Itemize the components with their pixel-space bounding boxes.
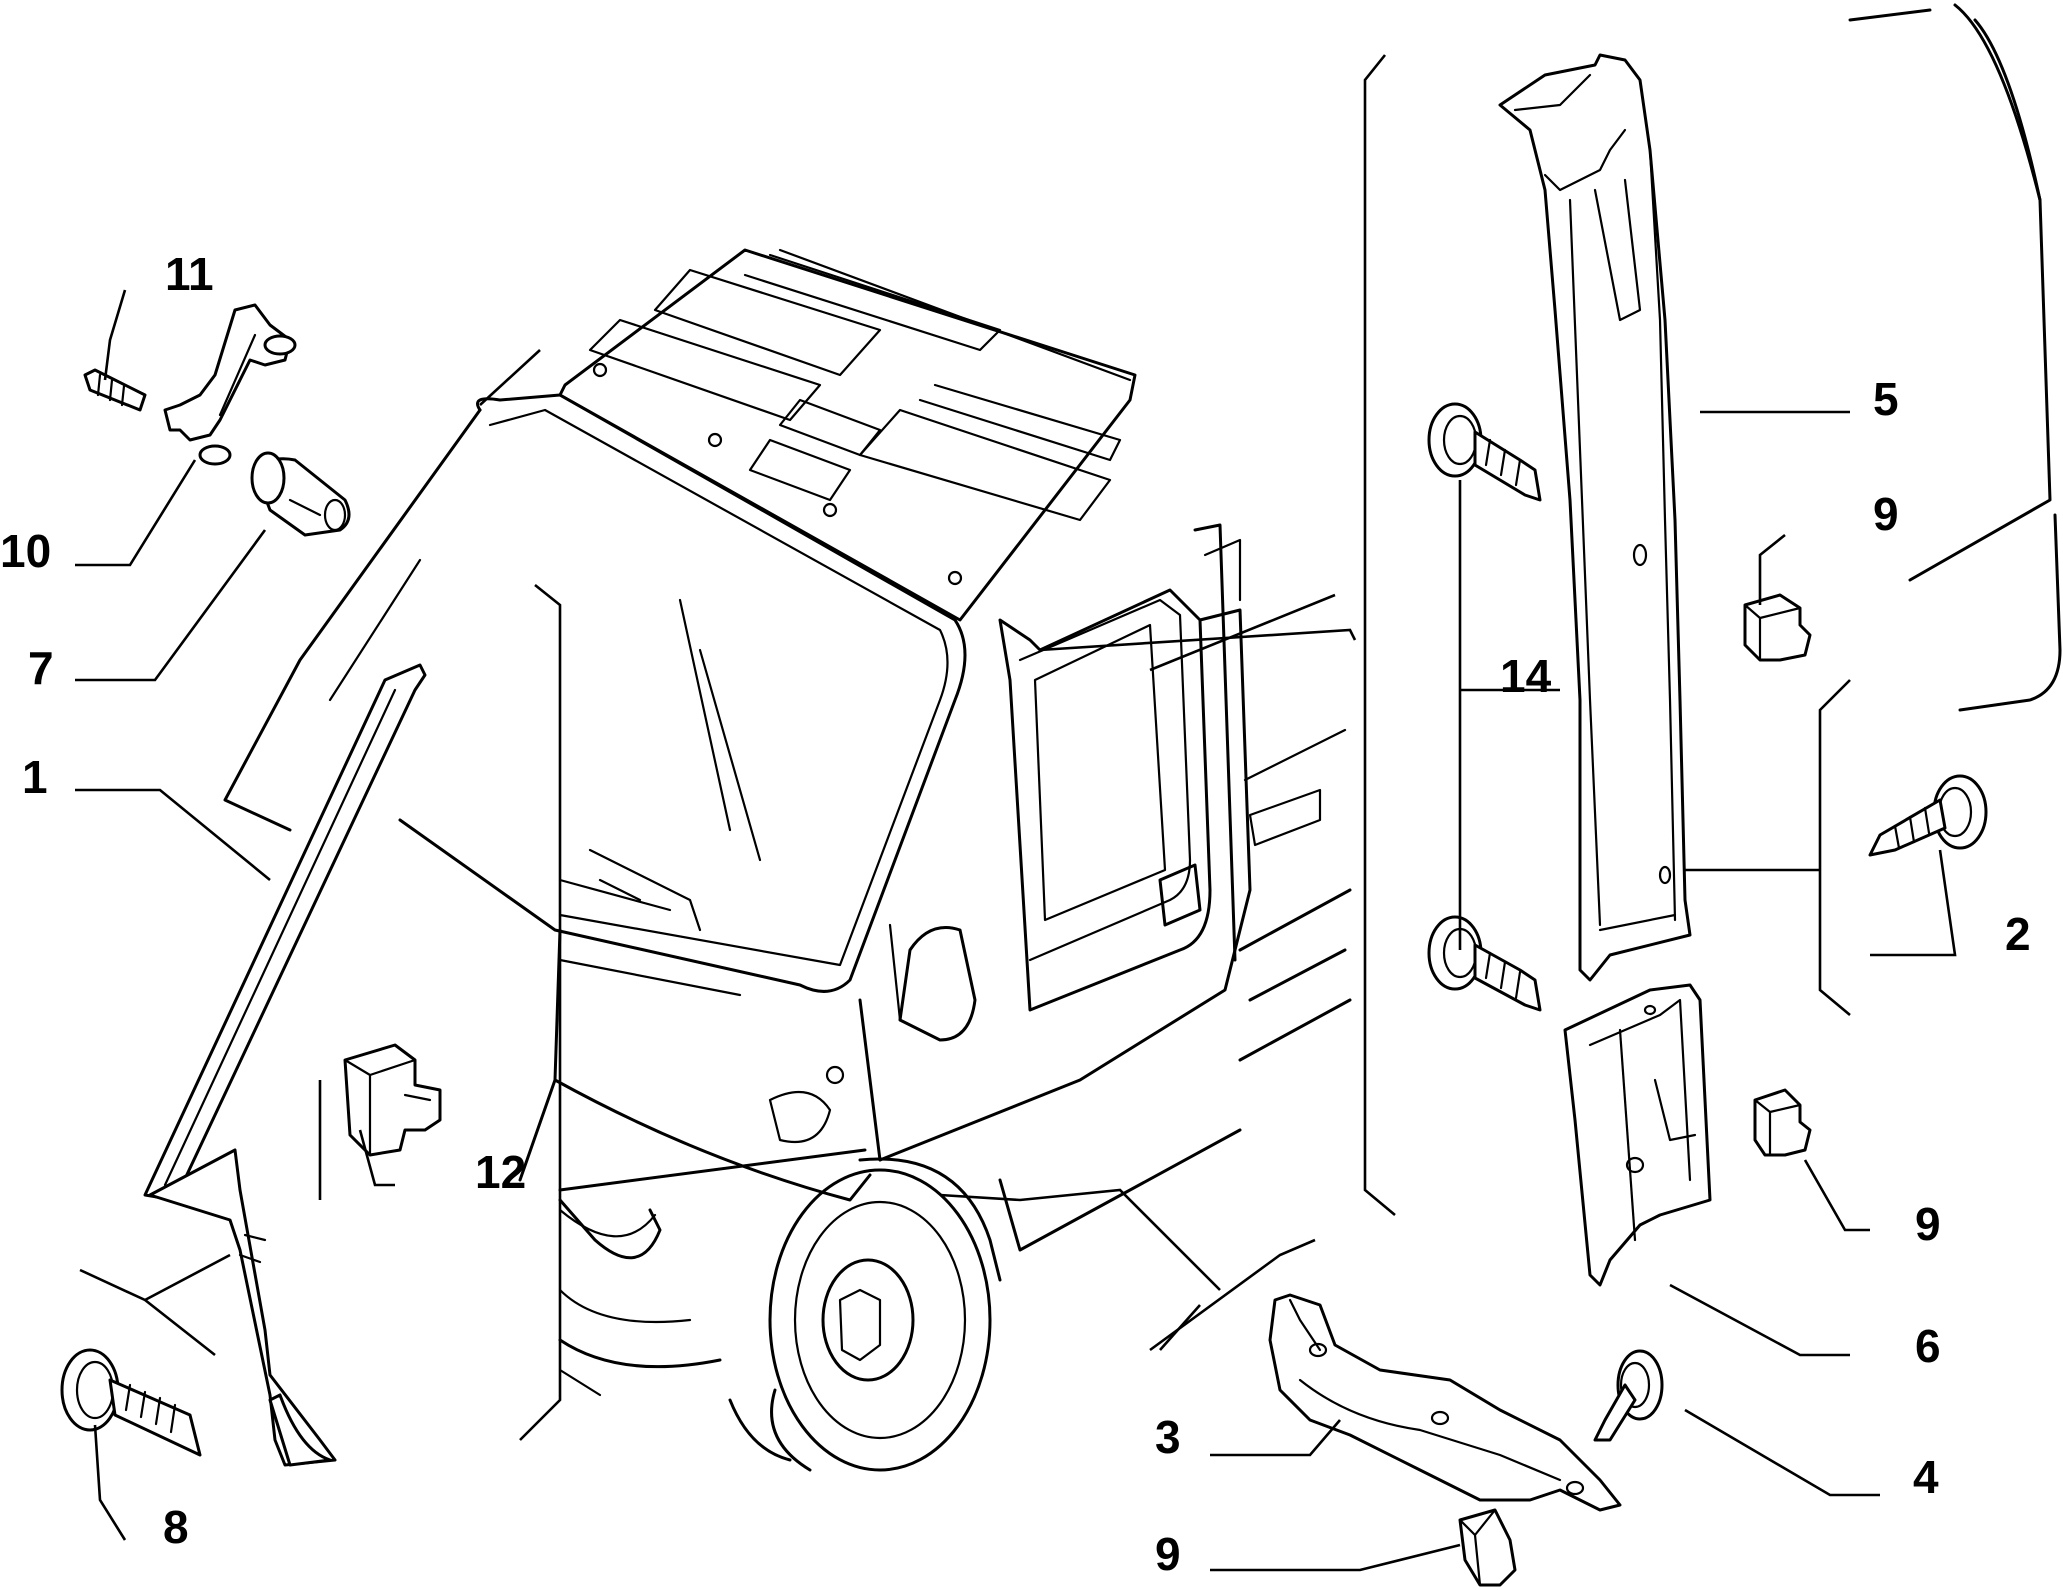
- part-9-clip-upper: [1743, 593, 1812, 662]
- part-4-screw: [1593, 1349, 1664, 1442]
- callout-14: 14: [1500, 650, 1552, 702]
- part-10-bracket: [163, 303, 297, 466]
- rear-door-outline: [1848, 3, 2062, 712]
- part-5-b-pillar-trim: [1498, 53, 1692, 982]
- callout-6: 6: [1915, 1320, 1941, 1372]
- leader-lines: [75, 289, 1957, 1572]
- callout-12: 12: [475, 1146, 526, 1198]
- part-3-sill-trim: [1268, 1293, 1622, 1512]
- van-body: [223, 248, 1352, 1472]
- part-14-screws: [1427, 402, 1542, 1012]
- callout-9-lower: 9: [1155, 1528, 1181, 1580]
- part-12-clip: [343, 1043, 442, 1157]
- part-7-grommet: [250, 451, 351, 537]
- callout-9-middle: 9: [1915, 1198, 1941, 1250]
- callout-7: 7: [28, 642, 54, 694]
- callout-5: 5: [1873, 373, 1899, 425]
- callout-2: 2: [2005, 908, 2031, 960]
- part-1-a-pillar-trim: [143, 663, 427, 1467]
- part-2-screw: [1868, 774, 1988, 857]
- callout-11: 11: [165, 248, 214, 300]
- part-9-clip-middle: [1753, 1088, 1812, 1157]
- part-9-clip-lower: [1458, 1508, 1517, 1587]
- callout-labels: 11 10 7 1 12 8 5 9 14 2 9 6 4 3 9: [0, 248, 2031, 1580]
- callout-3: 3: [1155, 1411, 1181, 1463]
- callout-1: 1: [22, 751, 48, 803]
- part-8-screw: [60, 1348, 202, 1457]
- grouping-lines: [79, 54, 1851, 1441]
- callout-10: 10: [0, 525, 51, 577]
- callout-9-upper: 9: [1873, 488, 1899, 540]
- part-11-bolt: [83, 368, 147, 412]
- part-6-b-pillar-lower-trim: [1563, 983, 1712, 1287]
- callout-8: 8: [163, 1501, 189, 1553]
- callout-4: 4: [1913, 1451, 1939, 1503]
